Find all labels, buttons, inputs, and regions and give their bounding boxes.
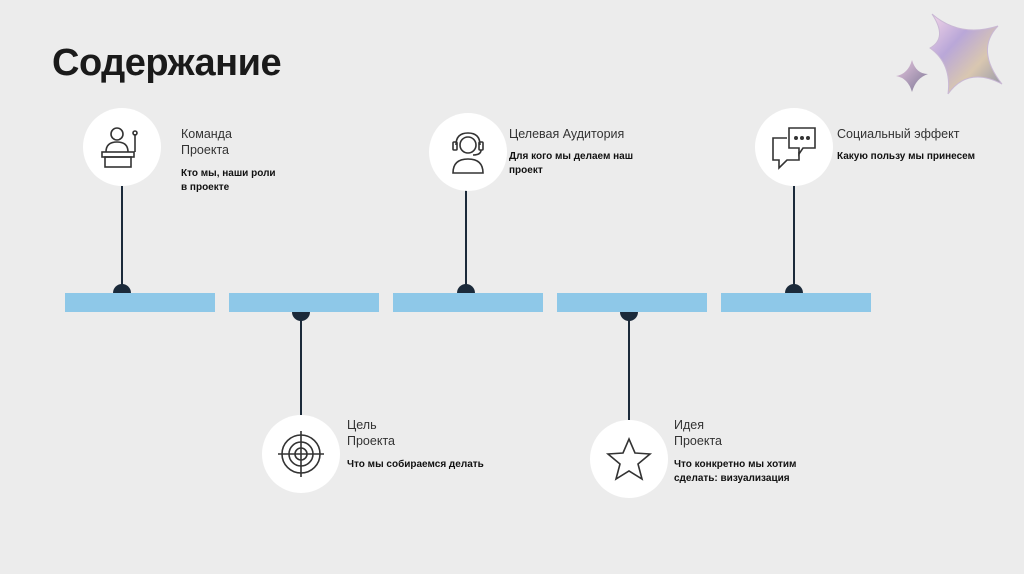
speaker-podium-icon bbox=[97, 122, 147, 172]
team-icon-circle bbox=[83, 108, 161, 186]
timeline-segment bbox=[229, 293, 379, 312]
audience-icon-circle bbox=[429, 113, 507, 191]
item-label-idea: Идея Проекта bbox=[674, 417, 722, 449]
target-icon bbox=[276, 429, 326, 479]
timeline-segment bbox=[557, 293, 707, 312]
timeline-connector bbox=[793, 185, 795, 293]
item-label-audience: Целевая Аудитория bbox=[509, 126, 624, 142]
item-label-team: Команда Проекта bbox=[181, 126, 232, 158]
item-description-social: Какую пользу мы принесем bbox=[837, 150, 975, 164]
item-description-audience: Для кого мы делаем наш проект bbox=[509, 150, 633, 178]
item-label-social: Социальный эффект bbox=[837, 126, 959, 142]
timeline-connector bbox=[121, 185, 123, 293]
decorative-stars-icon bbox=[890, 8, 1010, 103]
goal-icon-circle bbox=[262, 415, 340, 493]
timeline-connector bbox=[465, 185, 467, 293]
item-description-idea: Что конкретно мы хотим сделать: визуализ… bbox=[674, 458, 796, 486]
star-icon bbox=[604, 434, 654, 484]
item-description-team: Кто мы, наши роли в проекте bbox=[181, 167, 276, 195]
social-icon-circle bbox=[755, 108, 833, 186]
item-label-goal: Цель Проекта bbox=[347, 417, 395, 449]
timeline-segment bbox=[65, 293, 215, 312]
speech-bubbles-icon bbox=[769, 122, 819, 172]
timeline-segment bbox=[721, 293, 871, 312]
idea-icon-circle bbox=[590, 420, 668, 498]
timeline-segment bbox=[393, 293, 543, 312]
headset-user-icon bbox=[443, 127, 493, 177]
page-title: Содержание bbox=[52, 42, 281, 85]
item-description-goal: Что мы собираемся делать bbox=[347, 458, 484, 472]
timeline-connector bbox=[300, 312, 302, 418]
timeline-connector bbox=[628, 312, 630, 420]
